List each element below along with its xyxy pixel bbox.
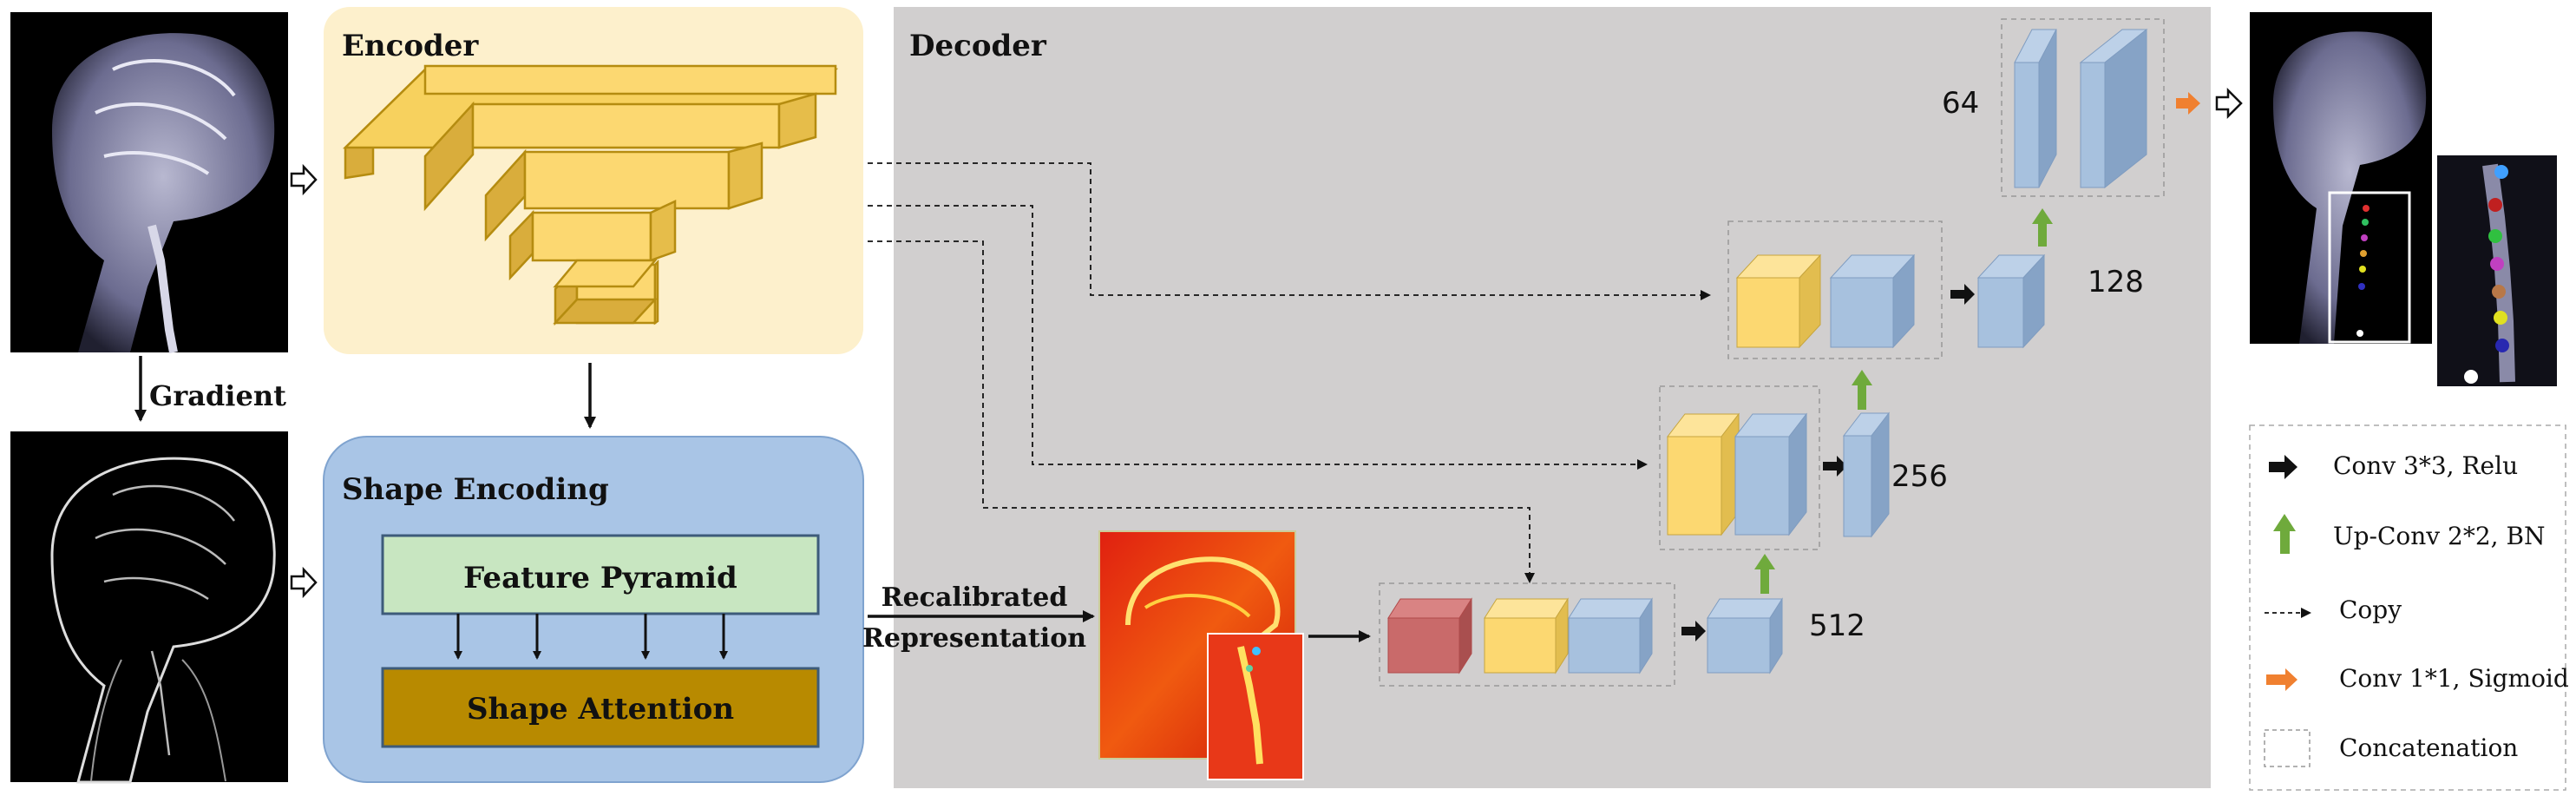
channel-512: 512: [1809, 609, 1865, 643]
upconv-arrow-256: [1852, 370, 1872, 410]
legend-label-3: Copy: [2339, 595, 2402, 624]
sigmoid-arrow-output: [2176, 92, 2200, 115]
block-red-512: [1387, 597, 1472, 674]
block-blue-256: [1734, 412, 1808, 536]
hollow-arrow-encoder: [290, 163, 318, 196]
channel-64: 64: [1942, 86, 1979, 121]
hollow-arrow-output: [2215, 87, 2243, 120]
copy-connections: [868, 162, 1708, 580]
decoder-title: Decoder: [909, 29, 1047, 63]
block-yellow-128: [1735, 253, 1822, 349]
legend-label-1: Conv 3*3, Relu: [2333, 451, 2518, 480]
legend-box: [2249, 424, 2566, 791]
copy-arrowhead-3: [1524, 573, 1535, 583]
block-blue-512-out: [1707, 597, 1783, 674]
concat-box-128: [1727, 220, 1943, 359]
concat-box-256: [1659, 385, 1820, 550]
shape-attention-box: [381, 667, 820, 748]
concat-box-64: [2001, 18, 2165, 197]
input-mri-image: [10, 12, 288, 353]
conv-arrow-256: [1823, 456, 1847, 477]
copy-arrowhead-1: [1701, 290, 1711, 300]
legend-copy-arrow-icon: [2265, 608, 2311, 618]
channel-128: 128: [2088, 265, 2144, 299]
upconv-arrow-512: [1754, 554, 1775, 594]
concat-box-512: [1379, 582, 1675, 687]
encoder-pyramid: [342, 64, 839, 326]
gradient-label: Gradient: [149, 379, 286, 412]
shape-encoding-title: Shape Encoding: [342, 472, 609, 507]
block-yellow-256: [1666, 412, 1740, 536]
output-mri-image: [2250, 12, 2559, 388]
block-yellow-512: [1484, 597, 1569, 674]
legend-conv-arrow-icon: [2269, 455, 2297, 479]
recalibrated-label-1: Recalibrated: [882, 582, 1068, 613]
shape-attention-label: Shape Attention: [467, 692, 734, 727]
recalibrated-heatmap: [1098, 530, 1304, 780]
legend-sigmoid-arrow-icon: [2266, 668, 2297, 691]
gradient-mri-image: [10, 431, 288, 784]
block-blue-128: [1829, 253, 1916, 349]
conv-arrow-128: [1950, 284, 1975, 305]
encoder-title: Encoder: [342, 29, 479, 63]
block-blue-256-out: [1842, 411, 1891, 538]
block-blue-512: [1568, 597, 1653, 674]
copy-arrowhead-2: [1637, 459, 1648, 470]
upconv-arrow-128: [2032, 208, 2053, 247]
hollow-arrow-shape: [290, 566, 318, 599]
legend-upconv-arrow-icon: [2273, 514, 2296, 554]
block-blue-128-out: [1976, 253, 2046, 349]
legend-concat-box-icon: [2264, 729, 2311, 767]
recalibrated-label-2: Representation: [862, 623, 1086, 654]
conv-arrow-512: [1681, 621, 1706, 641]
legend-label-4: Conv 1*1, Sigmoid: [2339, 664, 2569, 693]
block-blue-64-a: [2014, 29, 2057, 188]
feature-pyramid-box: [381, 534, 820, 615]
legend-label-2: Up-Conv 2*2, BN: [2333, 522, 2546, 550]
legend-label-5: Concatenation: [2339, 734, 2518, 762]
feature-pyramid-label: Feature Pyramid: [463, 561, 737, 595]
channel-256: 256: [1891, 459, 1948, 494]
block-blue-64-b: [2079, 28, 2148, 189]
